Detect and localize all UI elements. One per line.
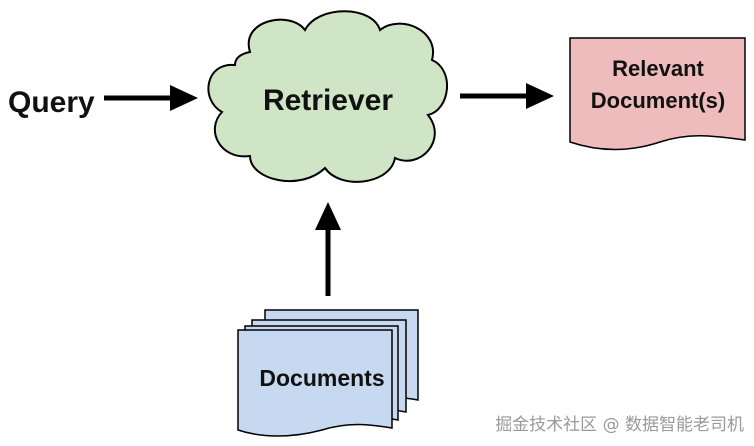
documents-stack: Documents: [237, 309, 419, 437]
relevant-document-page: [569, 37, 746, 151]
cloud-shape: [207, 10, 448, 183]
query-label: Query: [8, 86, 95, 119]
retriever-cloud: Retriever: [207, 10, 448, 183]
relevant-documents-label-line2: Document(s): [591, 88, 725, 113]
relevant-documents-label-line1: Relevant: [612, 56, 704, 81]
relevant-documents-shape: Relevant Document(s): [569, 37, 746, 151]
watermark-text: 掘金技术社区 @ 数据智能老司机: [495, 415, 744, 435]
retriever-label: Retriever: [263, 84, 393, 117]
retriever-to-relevant-arrow: [460, 83, 554, 109]
documents-to-retriever-arrow: [315, 202, 341, 296]
document-page-front: [237, 329, 393, 437]
documents-label: Documents: [259, 365, 384, 391]
query-to-retriever-arrow: [104, 85, 198, 111]
